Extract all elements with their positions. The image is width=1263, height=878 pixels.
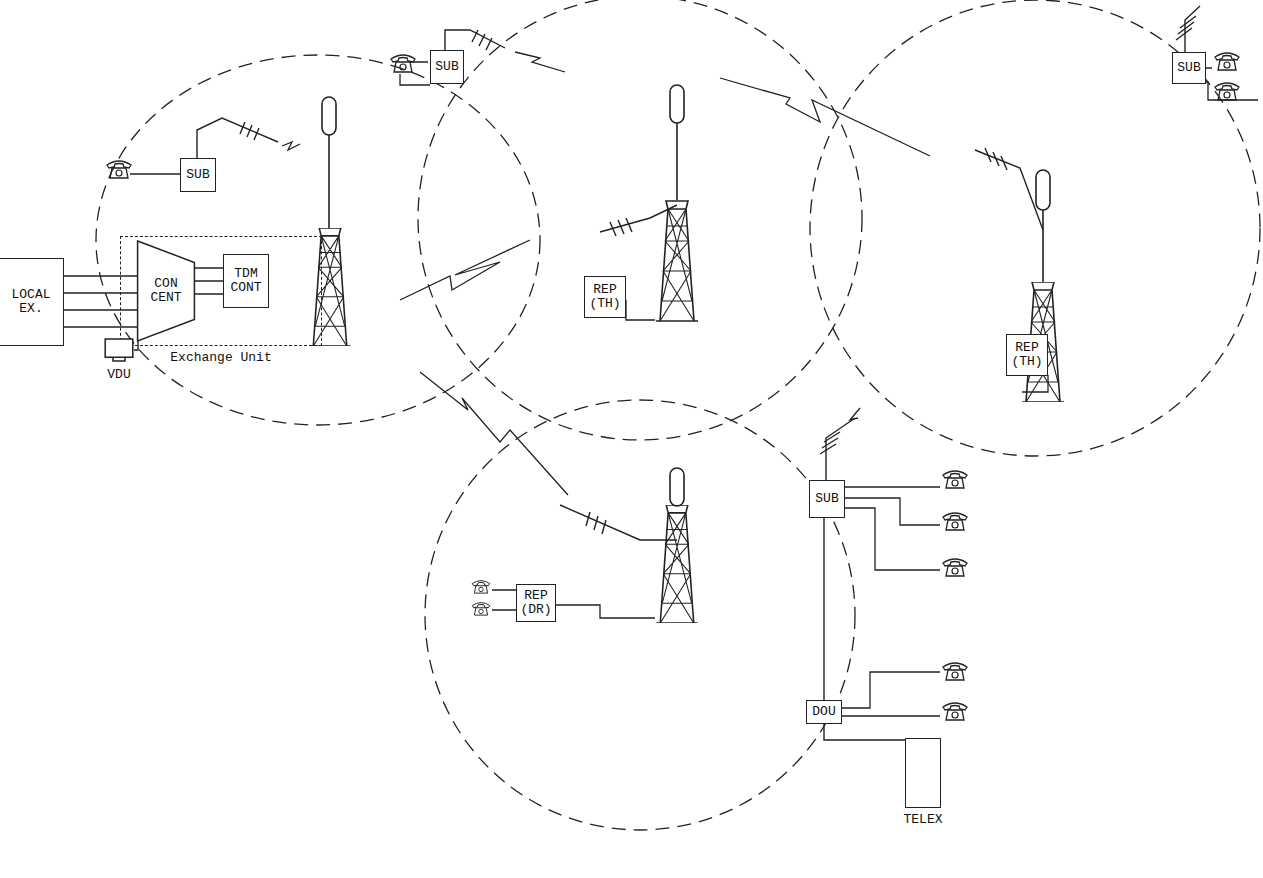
- node-label: TDM CONT: [226, 267, 266, 296]
- distribution-unit: DOU: [806, 700, 842, 724]
- subscriber-unit: SUB: [430, 50, 464, 84]
- wire-connector: [824, 724, 909, 740]
- node-label: DOU: [812, 705, 835, 719]
- repeater-box: REP (TH): [1006, 334, 1048, 376]
- repeater-box: REP (TH): [584, 276, 626, 318]
- subscriber-unit: SUB: [1172, 52, 1206, 84]
- telex-machine: TELEX: [905, 738, 941, 808]
- node-label: TELEX: [901, 813, 944, 827]
- wire-connector: [194, 268, 223, 294]
- tdm-controller-box: TDM CONT: [223, 254, 269, 308]
- subscriber-unit: SUB: [809, 480, 845, 518]
- wire-connector: [823, 518, 824, 700]
- subscriber-unit: SUB: [180, 158, 216, 192]
- node-label: REP (DR): [519, 589, 553, 618]
- repeater-box: REP (DR): [516, 584, 556, 622]
- node-label: SUB: [186, 168, 209, 182]
- node-label: SUB: [435, 60, 458, 74]
- node-label: VDU: [105, 368, 132, 382]
- concentrator-shape: CON CENT: [137, 240, 195, 342]
- node-label: REP (TH): [587, 283, 623, 312]
- wire-connector: [64, 276, 138, 327]
- node-label: REP (TH): [1009, 341, 1045, 370]
- local-exchange-box: LOCAL EX.: [0, 258, 64, 346]
- node-label: SUB: [815, 492, 838, 506]
- vdu-outline: [104, 338, 134, 362]
- node-label: Exchange Unit: [168, 351, 273, 365]
- node-label: LOCAL EX.: [1, 288, 61, 317]
- exchange-unit-outline: Exchange UnitCON CENTTDM CONT: [120, 236, 322, 346]
- coverage-circle: [96, 0, 1260, 830]
- node-label: CON CENT: [139, 277, 193, 306]
- vdu-terminal: VDU: [104, 338, 134, 362]
- node-label: SUB: [1177, 61, 1200, 75]
